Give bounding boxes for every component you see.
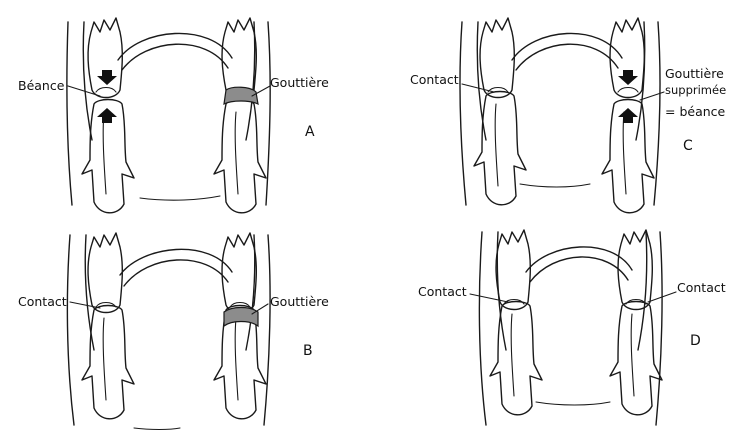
- panel-a: Béance Gouttière A: [18, 17, 329, 214]
- right-upper-tooth: [221, 17, 258, 99]
- panel-letter-b: B: [303, 343, 313, 359]
- panel-c: Contact Gouttière supprimée = béance C: [410, 17, 726, 214]
- left-upper-tooth: [87, 17, 124, 99]
- label-gouttiere-line2: supprimée: [665, 83, 726, 97]
- panel-letter-a: A: [305, 124, 315, 140]
- label-contact: Contact: [18, 294, 67, 309]
- label-gouttiere: Gouttière: [270, 75, 329, 90]
- arrow-up-icon: [97, 108, 117, 123]
- arrow-up-icon: [618, 108, 638, 123]
- right-upper-tooth: [609, 17, 646, 99]
- label-beance: Béance: [18, 78, 65, 93]
- arrow-down-icon: [97, 70, 117, 85]
- right-upper-tooth: [221, 232, 258, 314]
- left-upper-tooth: [87, 232, 124, 314]
- panel-b: Contact Gouttière B: [18, 232, 329, 431]
- left-lower-tooth: [489, 300, 543, 416]
- splint-shape: [223, 306, 259, 328]
- panel-letter-c: C: [683, 138, 693, 154]
- arrow-down-icon: [618, 70, 638, 85]
- left-upper-tooth: [479, 17, 516, 99]
- right-lower-tooth: [213, 98, 267, 214]
- label-contact-right: Contact: [677, 280, 726, 295]
- panel-d: Contact Contact D: [418, 229, 726, 426]
- label-contact-left: Contact: [418, 284, 467, 299]
- label-gouttiere-line3: = béance: [665, 104, 726, 119]
- right-lower-tooth: [609, 300, 663, 416]
- label-contact: Contact: [410, 72, 459, 87]
- label-gouttiere: Gouttière: [270, 294, 329, 309]
- left-lower-tooth: [473, 90, 527, 206]
- splint-shape: [223, 86, 259, 106]
- label-gouttiere-line1: Gouttière: [665, 66, 724, 81]
- left-upper-tooth: [495, 229, 532, 311]
- panel-letter-d: D: [690, 333, 701, 349]
